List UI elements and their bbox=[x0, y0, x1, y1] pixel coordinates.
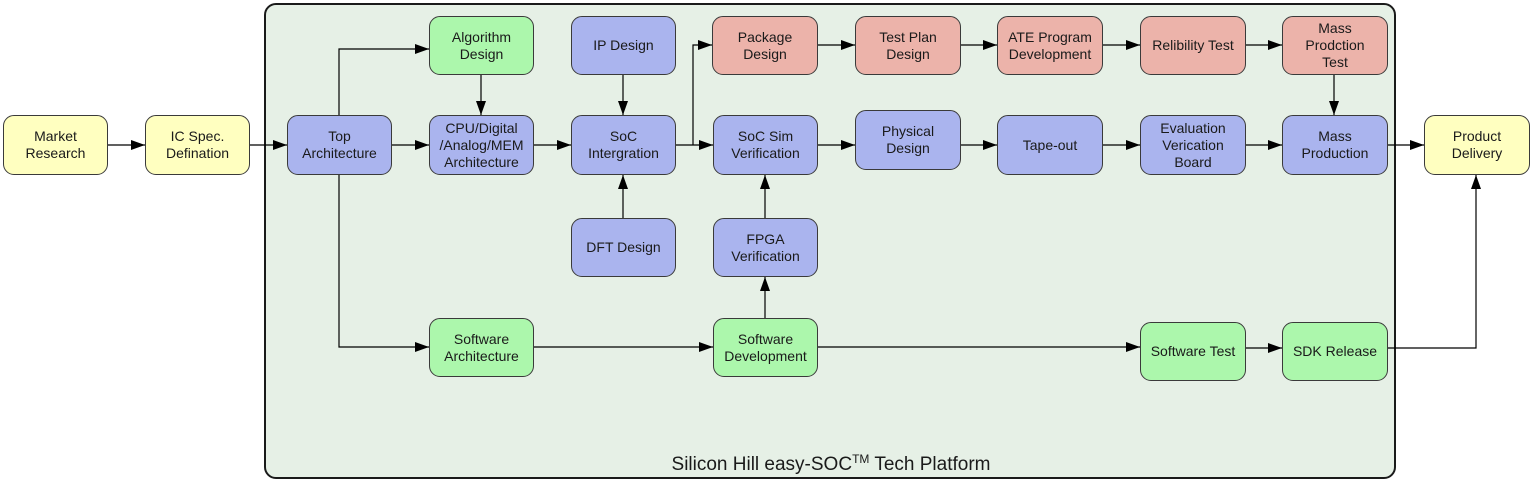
node-software-test[interactable]: Software Test bbox=[1140, 322, 1246, 381]
node-reliability-test[interactable]: Relibility Test bbox=[1140, 16, 1246, 75]
node-evaluation-board[interactable]: Evaluation Verication Board bbox=[1140, 115, 1246, 175]
node-ip-design[interactable]: IP Design bbox=[571, 16, 676, 75]
platform-container bbox=[264, 3, 1396, 479]
node-ic-spec[interactable]: IC Spec. Defination bbox=[145, 115, 250, 175]
node-tape-out[interactable]: Tape-out bbox=[997, 115, 1103, 175]
node-package-design[interactable]: Package Design bbox=[712, 16, 818, 75]
node-software-development[interactable]: Software Development bbox=[713, 318, 818, 377]
node-physical-design[interactable]: Physical Design bbox=[855, 110, 961, 170]
node-test-plan-design[interactable]: Test Plan Design bbox=[855, 16, 961, 75]
node-soc-sim-verification[interactable]: SoC Sim Verification bbox=[713, 115, 818, 175]
node-soc-integration[interactable]: SoC Intergration bbox=[571, 115, 676, 175]
node-software-architecture[interactable]: Software Architecture bbox=[429, 318, 534, 377]
arrow-sdk-release-to-product-delivery bbox=[1388, 175, 1481, 349]
node-algorithm-design[interactable]: Algorithm Design bbox=[429, 16, 534, 75]
trademark-mark: TM bbox=[852, 452, 870, 466]
node-fpga-verification[interactable]: FPGA Verification bbox=[713, 218, 818, 277]
platform-title: Silicon Hill easy-SOCTM Tech Platform bbox=[264, 452, 1398, 476]
node-cpu-architecture[interactable]: CPU/Digital /Analog/MEM Architecture bbox=[429, 115, 534, 175]
node-mass-production-test[interactable]: Mass Prodction Test bbox=[1282, 16, 1388, 75]
node-top-architecture[interactable]: Top Architecture bbox=[287, 115, 392, 175]
platform-title-suffix: Tech Platform bbox=[869, 454, 991, 475]
node-mass-production[interactable]: Mass Production bbox=[1282, 115, 1388, 175]
node-market-research[interactable]: Market Research bbox=[3, 115, 108, 175]
node-sdk-release[interactable]: SDK Release bbox=[1282, 322, 1388, 381]
node-dft-design[interactable]: DFT Design bbox=[571, 218, 676, 277]
node-product-delivery[interactable]: Product Delivery bbox=[1424, 115, 1530, 175]
platform-title-prefix: Silicon Hill easy-SOC bbox=[671, 454, 853, 475]
node-ate-program[interactable]: ATE Program Development bbox=[997, 16, 1103, 75]
